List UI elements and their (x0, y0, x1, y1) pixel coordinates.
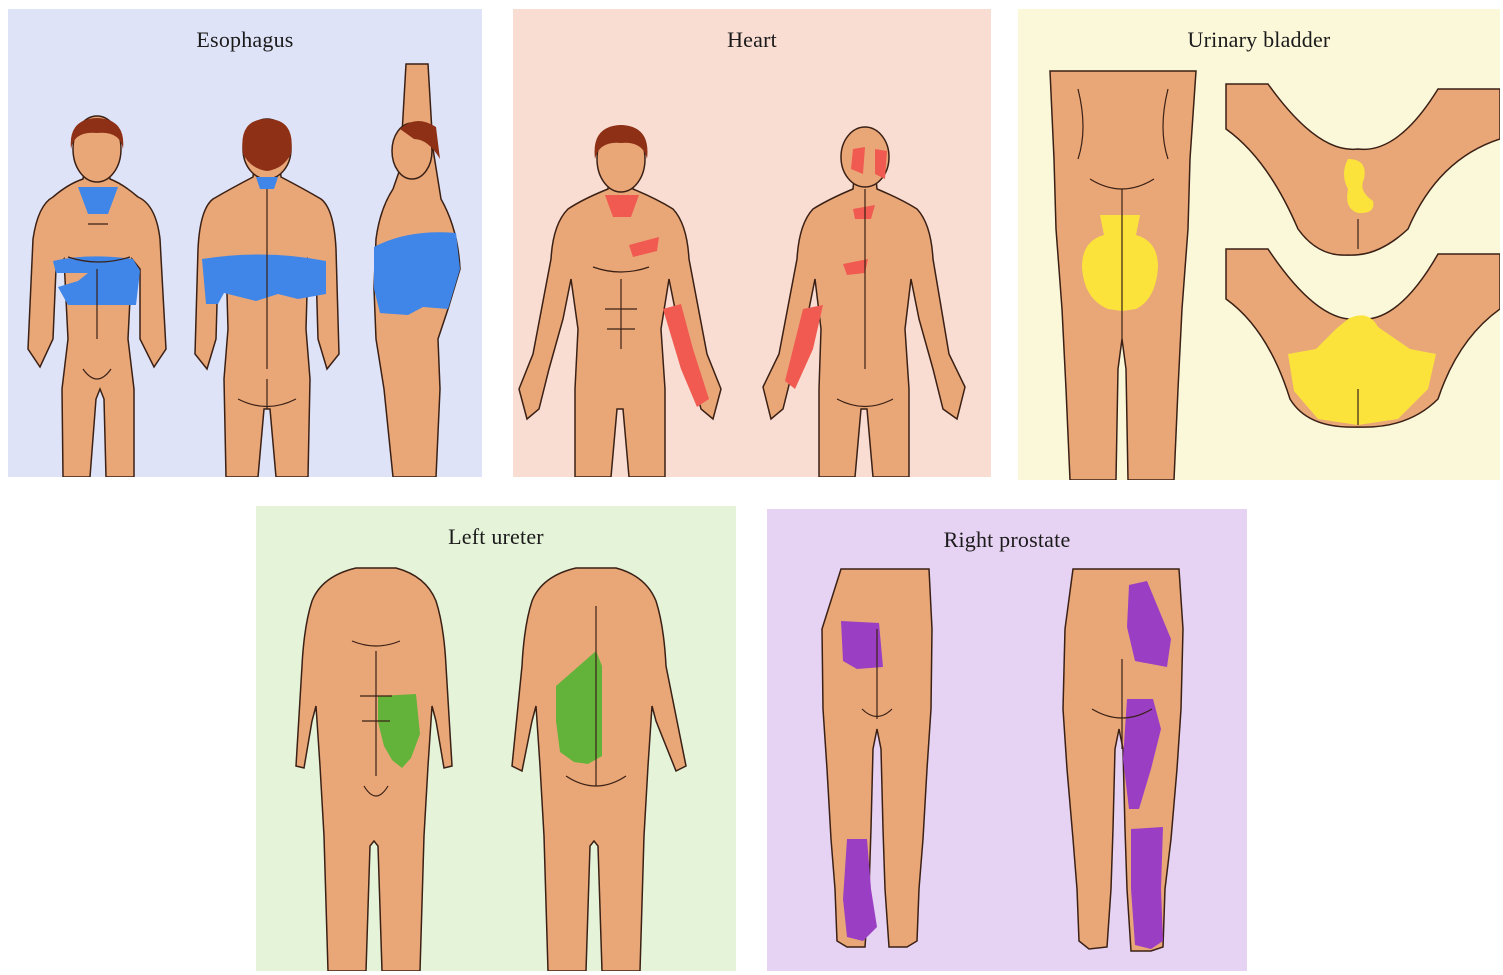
esophagus-panel: Esophagus (8, 9, 482, 477)
right-prostate-panel: Right prostate (767, 509, 1247, 971)
right-prostate-figures (767, 509, 1247, 971)
panel-title: Left ureter (256, 524, 736, 550)
panel-title: Esophagus (8, 27, 482, 53)
referred-pain-area (374, 232, 460, 315)
urinary-bladder-panel: Urinary bladder (1018, 9, 1500, 480)
panel-title: Heart (513, 27, 991, 53)
panel-title: Right prostate (767, 527, 1247, 553)
left-ureter-figures (256, 506, 736, 971)
heart-figures (513, 9, 991, 477)
referred-pain-area (1131, 827, 1163, 949)
left-ureter-panel: Left ureter (256, 506, 736, 971)
panel-title: Urinary bladder (1018, 27, 1500, 53)
urinary-bladder-figures (1018, 9, 1500, 480)
esophagus-figures (8, 9, 482, 477)
referred-pain-area (202, 254, 326, 304)
referred-pain-area (875, 149, 887, 179)
heart-panel: Heart (513, 9, 991, 477)
